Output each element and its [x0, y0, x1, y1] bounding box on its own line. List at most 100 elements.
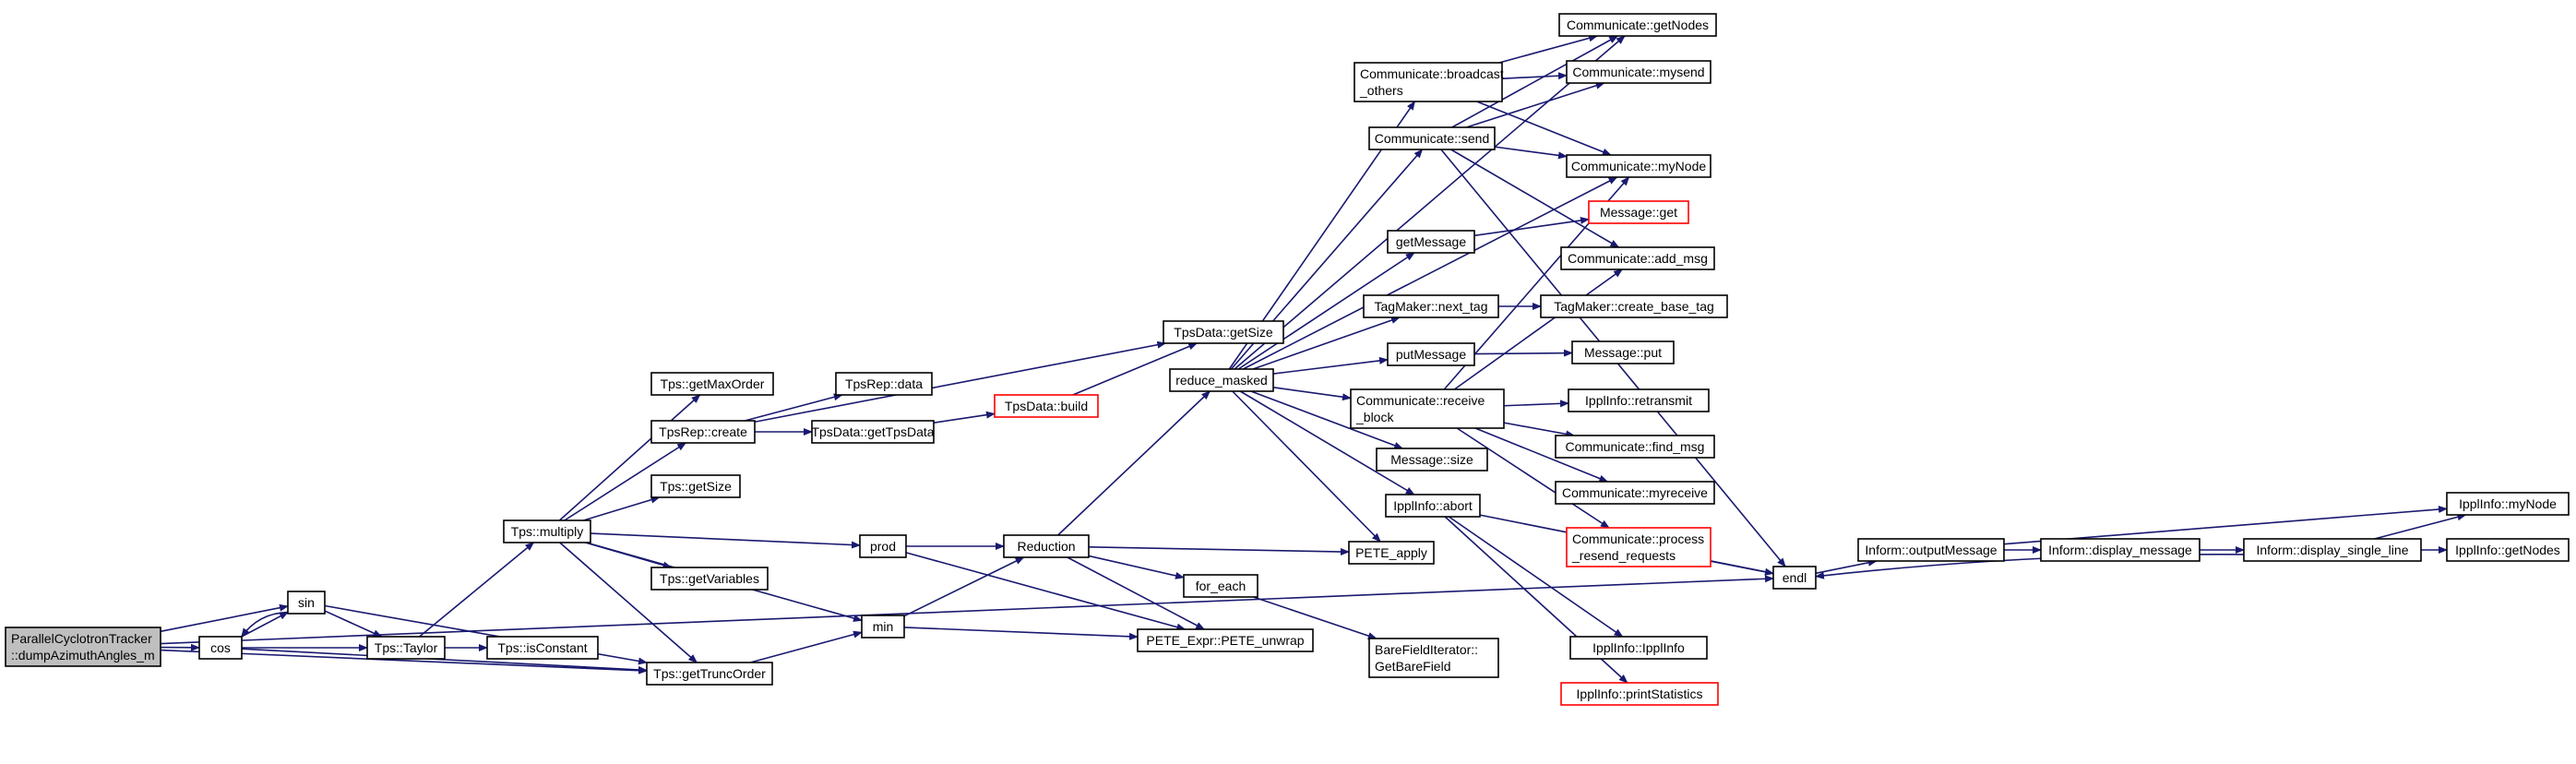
node-messagesize[interactable]: Message::size	[1376, 448, 1488, 472]
node-taylor[interactable]: Tps::Taylor	[366, 636, 446, 660]
node-sin[interactable]: sin	[287, 591, 326, 615]
node-box	[859, 534, 907, 558]
node-displaymessage[interactable]: Inform::display_message	[2040, 538, 2200, 562]
edge-reducemasked-to-getmessage	[1237, 252, 1415, 370]
node-tpsdatabuild[interactable]: TpsData::build	[994, 394, 1099, 418]
edge-receiveblock-to-addmsg	[1453, 269, 1624, 390]
node-tpsgetsize[interactable]: Tps::getSize	[650, 474, 741, 498]
node-box	[486, 636, 599, 660]
node-label: Communicate::getNodes	[1567, 18, 1709, 32]
node-retransmit[interactable]: IpplInfo::retransmit	[1568, 388, 1710, 412]
edge-multiply-to-gettruncorder	[559, 542, 698, 663]
node-label: ParallelCyclotronTracker	[11, 631, 152, 646]
edge-reduction-to-peteapply	[1088, 546, 1350, 555]
node-nexttag[interactable]: TagMaker::next_tag	[1363, 294, 1499, 318]
edge-reduction-to-foreach	[1088, 555, 1185, 579]
node-myreceive[interactable]: Communicate::myreceive	[1555, 481, 1715, 505]
edge-multiply-to-prod	[590, 532, 861, 549]
node-getmaxorder[interactable]: Tps::getMaxOrder	[650, 372, 774, 396]
node-getnodes1[interactable]: Communicate::getNodes	[1558, 13, 1717, 37]
edge-reducemasked-to-nexttag	[1252, 316, 1401, 370]
node-createbasetag[interactable]: TagMaker::create_base_tag	[1540, 294, 1728, 318]
edge-cos-to-gettruncorder	[241, 648, 648, 674]
node-label: min	[873, 619, 894, 634]
node-box	[1560, 682, 1719, 706]
node-foreach[interactable]: for_each	[1183, 574, 1258, 598]
node-box	[1571, 340, 1675, 364]
node-reduction[interactable]: Reduction	[1003, 534, 1090, 558]
node-box	[650, 567, 769, 591]
node-box	[1566, 527, 1711, 567]
node-ipplabort[interactable]: IpplInfo::abort	[1385, 494, 1481, 518]
node-addmsg[interactable]: Communicate::add_msg	[1560, 246, 1715, 270]
node-box	[650, 420, 756, 444]
node-gettruncorder[interactable]: Tps::getTruncOrder	[646, 662, 773, 686]
node-tpsrepcreate[interactable]: TpsRep::create	[650, 420, 756, 444]
node-label: Communicate::find_msg	[1566, 439, 1705, 454]
node-barefield[interactable]: BareFieldIterator::GetBareField	[1368, 638, 1499, 678]
node-tpsrepdata[interactable]: TpsRep::data	[835, 372, 933, 396]
node-displaysingleline[interactable]: Inform::display_single_line	[2243, 538, 2422, 562]
node-outputmessage[interactable]: Inform::outputMessage	[1857, 538, 2005, 562]
node-tpsdatagetsize[interactable]: TpsData::getSize	[1163, 320, 1284, 344]
node-mynode1[interactable]: Communicate::myNode	[1566, 154, 1711, 178]
node-box	[835, 372, 933, 396]
node-printstats[interactable]: IpplInfo::printStatistics	[1560, 682, 1719, 706]
edge-sin-to-gettruncorder	[324, 604, 648, 665]
node-box	[1368, 638, 1499, 678]
node-root[interactable]: ParallelCyclotronTracker::dumpAzimuthAng…	[5, 627, 161, 667]
node-multiply[interactable]: Tps::multiply	[503, 519, 591, 543]
node-label: _others	[1359, 83, 1403, 98]
node-box	[1183, 574, 1258, 598]
node-peteunwrap[interactable]: PETE_Expr::PETE_unwrap	[1137, 628, 1314, 652]
node-label: cos	[210, 640, 231, 655]
node-peteapply[interactable]: PETE_apply	[1348, 541, 1435, 565]
node-messageget[interactable]: Message::get	[1588, 200, 1689, 224]
node-processresend[interactable]: Communicate::process_resend_requests	[1566, 527, 1711, 567]
node-box	[1350, 388, 1505, 429]
node-ipplmynode[interactable]: IpplInfo::myNode	[2446, 492, 2570, 516]
node-broadcast[interactable]: Communicate::broadcast_others	[1354, 62, 1504, 102]
node-label: Tps::getTruncOrder	[653, 666, 766, 681]
edge-send-to-addmsg	[1450, 149, 1620, 248]
node-cos[interactable]: cos	[198, 636, 243, 660]
node-box	[1003, 534, 1090, 558]
node-box	[2446, 492, 2570, 516]
edge-receiveblock-to-processresend	[1456, 427, 1610, 529]
node-label: putMessage	[1396, 347, 1466, 362]
node-box	[1568, 388, 1710, 412]
node-findmsg[interactable]: Communicate::find_msg	[1555, 435, 1715, 459]
node-send[interactable]: Communicate::send	[1368, 126, 1496, 150]
node-mysend[interactable]: Communicate::mysend	[1566, 60, 1711, 84]
node-label: Inform::display_single_line	[2257, 543, 2409, 557]
node-box	[650, 474, 741, 498]
node-putmessage[interactable]: putMessage	[1387, 342, 1475, 366]
node-prod[interactable]: prod	[859, 534, 907, 558]
edge-tpsrepcreate-to-tpsdatagetsize	[754, 340, 1167, 424]
edge-ipplabort-to-printstats	[1444, 516, 1628, 684]
node-box	[1569, 636, 1708, 660]
edge-displaysingleline-to-ipplmynode	[2374, 513, 2467, 540]
node-gettpsdata[interactable]: TpsData::getTpsData	[811, 420, 935, 444]
node-messageput[interactable]: Message::put	[1571, 340, 1675, 364]
node-isconstant[interactable]: Tps::isConstant	[486, 636, 599, 660]
edge-receiveblock-to-retransmit	[1503, 400, 1569, 408]
node-label: Communicate::add_msg	[1568, 251, 1708, 266]
node-label: TagMaker::create_base_tag	[1554, 299, 1714, 314]
node-reducemasked[interactable]: reduce_masked	[1169, 368, 1274, 392]
node-getvariables[interactable]: Tps::getVariables	[650, 567, 769, 591]
node-label: Communicate::myNode	[1571, 159, 1706, 173]
node-min[interactable]: min	[861, 615, 905, 639]
node-label: _block	[1355, 410, 1394, 424]
node-ipplinfo[interactable]: IpplInfo::IpplInfo	[1569, 636, 1708, 660]
node-receiveblock[interactable]: Communicate::receive_block	[1350, 388, 1505, 429]
edge-getmessage-to-messageget	[1473, 216, 1590, 237]
node-ipplgetnodes[interactable]: IpplInfo::getNodes	[2446, 538, 2570, 562]
node-endl[interactable]: endl	[1772, 566, 1817, 590]
node-getmessage[interactable]: getMessage	[1387, 230, 1475, 254]
node-box	[1169, 368, 1274, 392]
node-box	[1566, 60, 1711, 84]
node-label: Tps::multiply	[511, 524, 584, 539]
node-label: getMessage	[1396, 234, 1466, 249]
